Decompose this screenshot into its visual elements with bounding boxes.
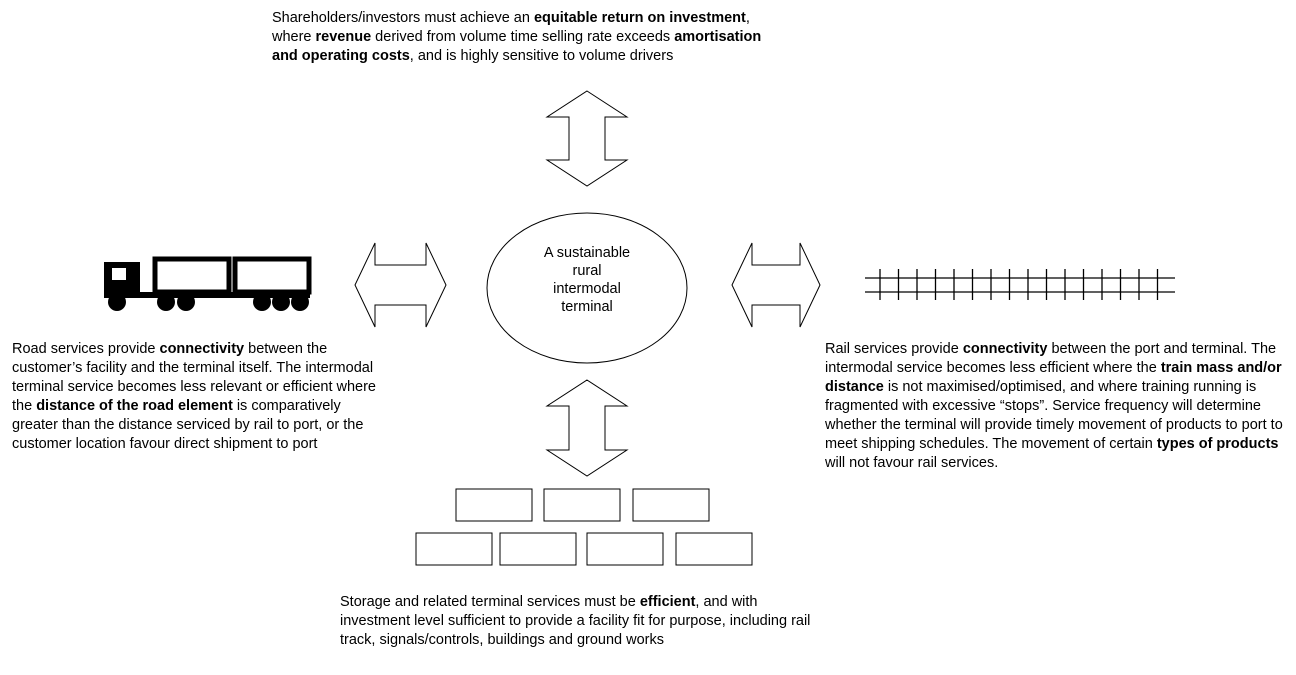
text-segment: is not maximised/optimised, and where tr… [825, 379, 1283, 452]
text-segment-bold: efficient [639, 594, 696, 610]
rail-track-icon [865, 269, 1175, 300]
storage-block [586, 532, 664, 566]
left-double-arrow [354, 242, 447, 328]
right-double-arrow [731, 242, 821, 328]
text-segment-bold: revenue [315, 29, 372, 45]
bottom-double-arrow [545, 379, 629, 477]
storage-block [415, 532, 493, 566]
text-segment: is comparatively greater than the distan… [12, 398, 364, 452]
center-label-line: rural [572, 263, 602, 279]
storage-block [632, 488, 710, 522]
top-double-arrow [545, 90, 629, 187]
truck-icon [104, 256, 312, 311]
road-services-text: Road services provide connectivity betwe… [12, 340, 387, 454]
text-segment-bold: distance of the road element [36, 398, 233, 414]
center-label: A sustainable rural intermodal terminal [520, 244, 654, 316]
storage-block [499, 532, 577, 566]
storage-block [543, 488, 621, 522]
text-segment: derived from volume time selling rate ex… [371, 29, 675, 45]
text-segment-bold: equitable return on investment [533, 10, 746, 26]
text-segment: , and with investment level sufficient t… [340, 594, 811, 648]
text-segment: will not favour rail services. [825, 455, 999, 471]
center-ellipse [486, 212, 688, 364]
text-segment-bold: train mass and/or distance [825, 360, 1282, 395]
text-segment: Shareholders/investors must achieve an [272, 10, 534, 26]
text-segment-bold: connectivity [962, 341, 1048, 357]
text-segment-bold: amortisation and operating costs [272, 29, 762, 64]
rail-services-text: Rail services provide connectivity betwe… [825, 340, 1295, 473]
center-label-line: A sustainable [543, 245, 631, 261]
center-label-line: terminal [561, 299, 613, 315]
storage-block [675, 532, 753, 566]
text-segment: Rail services provide [825, 341, 963, 357]
text-segment-bold: types of products [1156, 436, 1279, 452]
storage-blocks-icon [415, 488, 753, 566]
text-segment: Road services provide [12, 341, 160, 357]
text-segment: between the port and terminal. The inter… [825, 341, 1277, 376]
storage-services-text: Storage and related terminal services mu… [340, 593, 825, 650]
investor-text: Shareholders/investors must achieve an e… [272, 9, 772, 66]
text-segment: between the customer’s facility and the … [12, 341, 377, 414]
text-segment-bold: connectivity [159, 341, 245, 357]
text-segment: , and is highly sensitive to volume driv… [409, 48, 674, 64]
text-segment: , where [272, 10, 750, 45]
text-segment: Storage and related terminal services mu… [340, 594, 640, 610]
center-label-line: intermodal [553, 281, 621, 297]
storage-block [455, 488, 533, 522]
